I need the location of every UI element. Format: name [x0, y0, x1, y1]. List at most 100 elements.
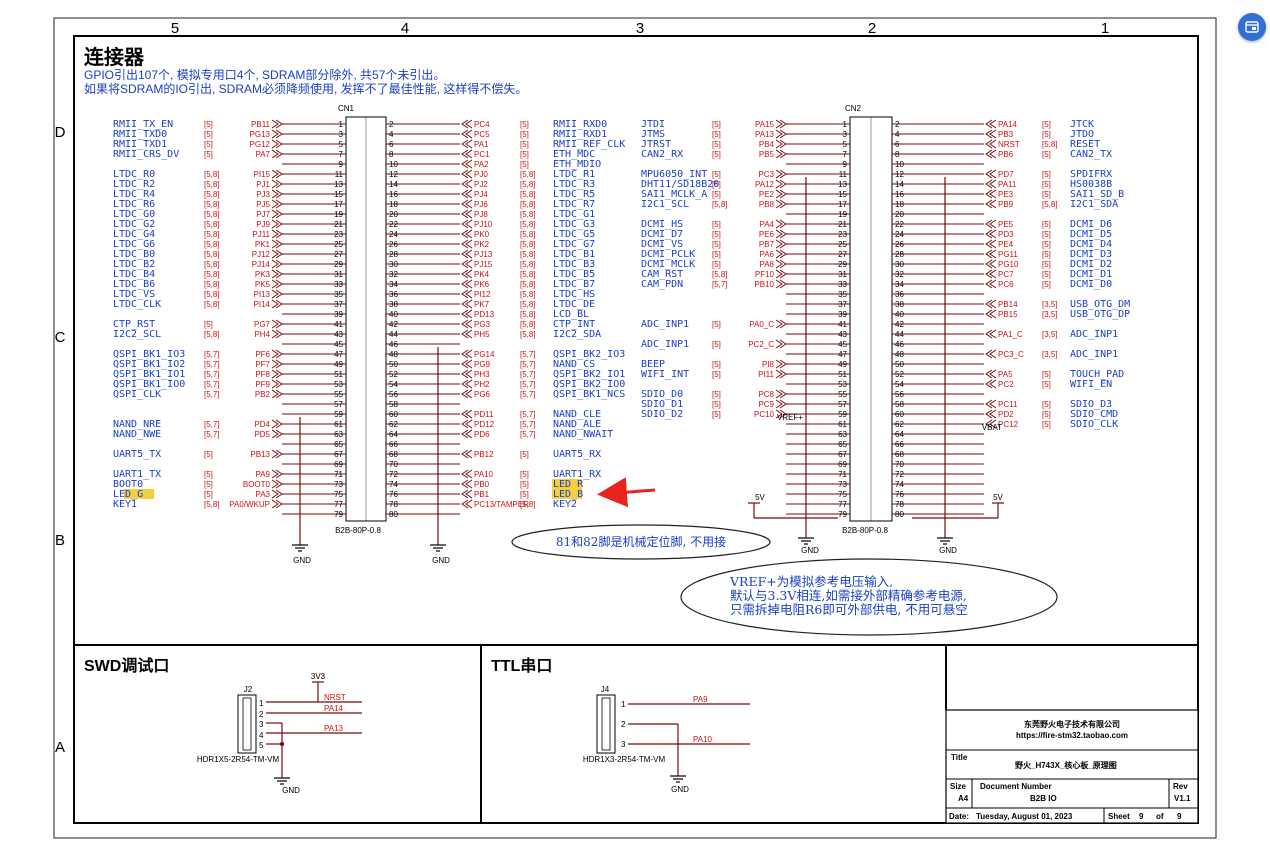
- sheet-ref: [5]: [204, 120, 213, 129]
- zone-row-label: A: [55, 739, 65, 756]
- mcu-pin-label: PB12: [474, 450, 494, 459]
- pin-number: 15: [838, 190, 847, 199]
- pin-number: 39: [838, 310, 847, 319]
- pin-number: 33: [838, 280, 847, 289]
- mcu-pin-label: VREF+: [777, 413, 803, 422]
- sheet-ref: [5]: [712, 120, 721, 129]
- net-port-icon: [985, 279, 997, 289]
- sheet-ref: [3,5]: [1042, 300, 1058, 309]
- mcu-pin-label: PG6: [474, 390, 491, 399]
- net-port-icon: [461, 499, 473, 509]
- sheet-ref: [5,8]: [520, 280, 536, 289]
- sheet-ref: [5]: [520, 120, 529, 129]
- mcu-pin-label: PI11: [758, 370, 774, 379]
- sheet-ref: [5]: [520, 150, 529, 159]
- net-name: USB_OTG_DM: [1070, 299, 1130, 310]
- net-name: DCMI_D7: [641, 229, 683, 240]
- pin-number: 28: [389, 250, 398, 259]
- mcu-pin-label: PJ10: [474, 220, 493, 229]
- pin-number: 21: [838, 220, 847, 229]
- sheet-ref: [5]: [1042, 270, 1051, 279]
- sheet-ref: [5]: [204, 130, 213, 139]
- pin-number: 38: [895, 300, 904, 309]
- net-name: LTDC_G4: [113, 229, 155, 240]
- net-port-icon: [461, 259, 473, 269]
- sheet-ref: [5,8]: [204, 190, 220, 199]
- vref-note-1: VREF+为模拟参考电压输入,: [729, 574, 893, 589]
- float-action-button[interactable]: [1238, 13, 1266, 41]
- net-name: LTDC_G3: [553, 219, 595, 230]
- net-port-icon: [461, 369, 473, 379]
- pin-number: 22: [895, 220, 904, 229]
- sheet-ref: [5]: [1042, 280, 1051, 289]
- pin-number: 73: [334, 480, 343, 489]
- net-name: QSPI_BK2_IO3: [553, 349, 625, 360]
- cn1-gnd-left: GND: [292, 417, 311, 565]
- cn1-gnd-right-label: GND: [432, 556, 450, 565]
- pin-number: 25: [838, 240, 847, 249]
- swd-gnd-label: GND: [282, 786, 300, 795]
- net-name: I2C1_SDA: [1070, 199, 1118, 210]
- sheet-ref: [5]: [1042, 400, 1051, 409]
- title-label: Title: [951, 753, 968, 762]
- swd-net: PA13: [324, 724, 344, 733]
- pin-number: 21: [334, 220, 343, 229]
- sheet-ref: [5,7]: [520, 370, 536, 379]
- pin-number: 34: [895, 280, 904, 289]
- mcu-pin-label: PK2: [474, 240, 490, 249]
- sheet-ref: [5,8]: [204, 270, 220, 279]
- pin-number: 79: [334, 510, 343, 519]
- sheet-ref: [5]: [712, 130, 721, 139]
- pin-number: 27: [334, 250, 343, 259]
- net-port-icon: [775, 119, 787, 129]
- mcu-pin-label: PD4: [254, 420, 270, 429]
- pin-number: 48: [389, 350, 398, 359]
- mcu-pin-label: PA10: [474, 470, 494, 479]
- net-port-icon: [271, 379, 283, 389]
- net-port-icon: [985, 179, 997, 189]
- pin-number: 64: [895, 430, 904, 439]
- pin-number: 30: [389, 260, 398, 269]
- pin-number: 76: [389, 490, 398, 499]
- net-port-icon: [271, 189, 283, 199]
- pin-number: 73: [838, 480, 847, 489]
- pin-number: 62: [895, 420, 904, 429]
- pin-number: 80: [895, 510, 904, 519]
- net-port-icon: [985, 219, 997, 229]
- sheet-ref: [5,7]: [520, 430, 536, 439]
- cn2-5v-right: 5V: [912, 493, 1004, 519]
- net-port-icon: [985, 119, 997, 129]
- sheet-ref: [5]: [1042, 250, 1051, 259]
- net-port-icon: [461, 469, 473, 479]
- net-port-icon: [461, 179, 473, 189]
- zone-col-label: 5: [171, 20, 179, 37]
- pin-number: 30: [895, 260, 904, 269]
- pin-number: 77: [838, 500, 847, 509]
- sheet-ref: [5,8]: [712, 270, 728, 279]
- sheet-ref: [5]: [712, 370, 721, 379]
- sheet-ref: [5,8]: [204, 260, 220, 269]
- size-value: A4: [958, 794, 969, 803]
- pin-number: 49: [838, 360, 847, 369]
- mcu-pin-label: PI15: [254, 170, 271, 179]
- net-port-icon: [271, 359, 283, 369]
- pin-number: 19: [334, 210, 343, 219]
- pin-number: 12: [389, 170, 398, 179]
- net-name: CTP_RST: [113, 319, 155, 330]
- net-name: RESET: [1070, 139, 1100, 150]
- sheet-ref: [5]: [712, 230, 721, 239]
- net-name: LTDC_R4: [113, 189, 155, 200]
- net-name: NAND_CLE: [553, 409, 601, 420]
- net-port-icon: [985, 369, 997, 379]
- mcu-pin-label: BOOT0: [243, 480, 271, 489]
- mcu-pin-label: PB7: [759, 240, 775, 249]
- sheet-ref: [5]: [712, 400, 721, 409]
- mcu-pin-label: PI13: [254, 290, 271, 299]
- zone-row-label: C: [55, 329, 66, 346]
- net-name: DCMI_D6: [1070, 219, 1112, 230]
- sheet-ref: [5,8]: [520, 250, 536, 259]
- pin-number: 78: [389, 500, 398, 509]
- j4-pin: 3: [621, 740, 626, 749]
- sheet-ref: [5]: [1042, 410, 1051, 419]
